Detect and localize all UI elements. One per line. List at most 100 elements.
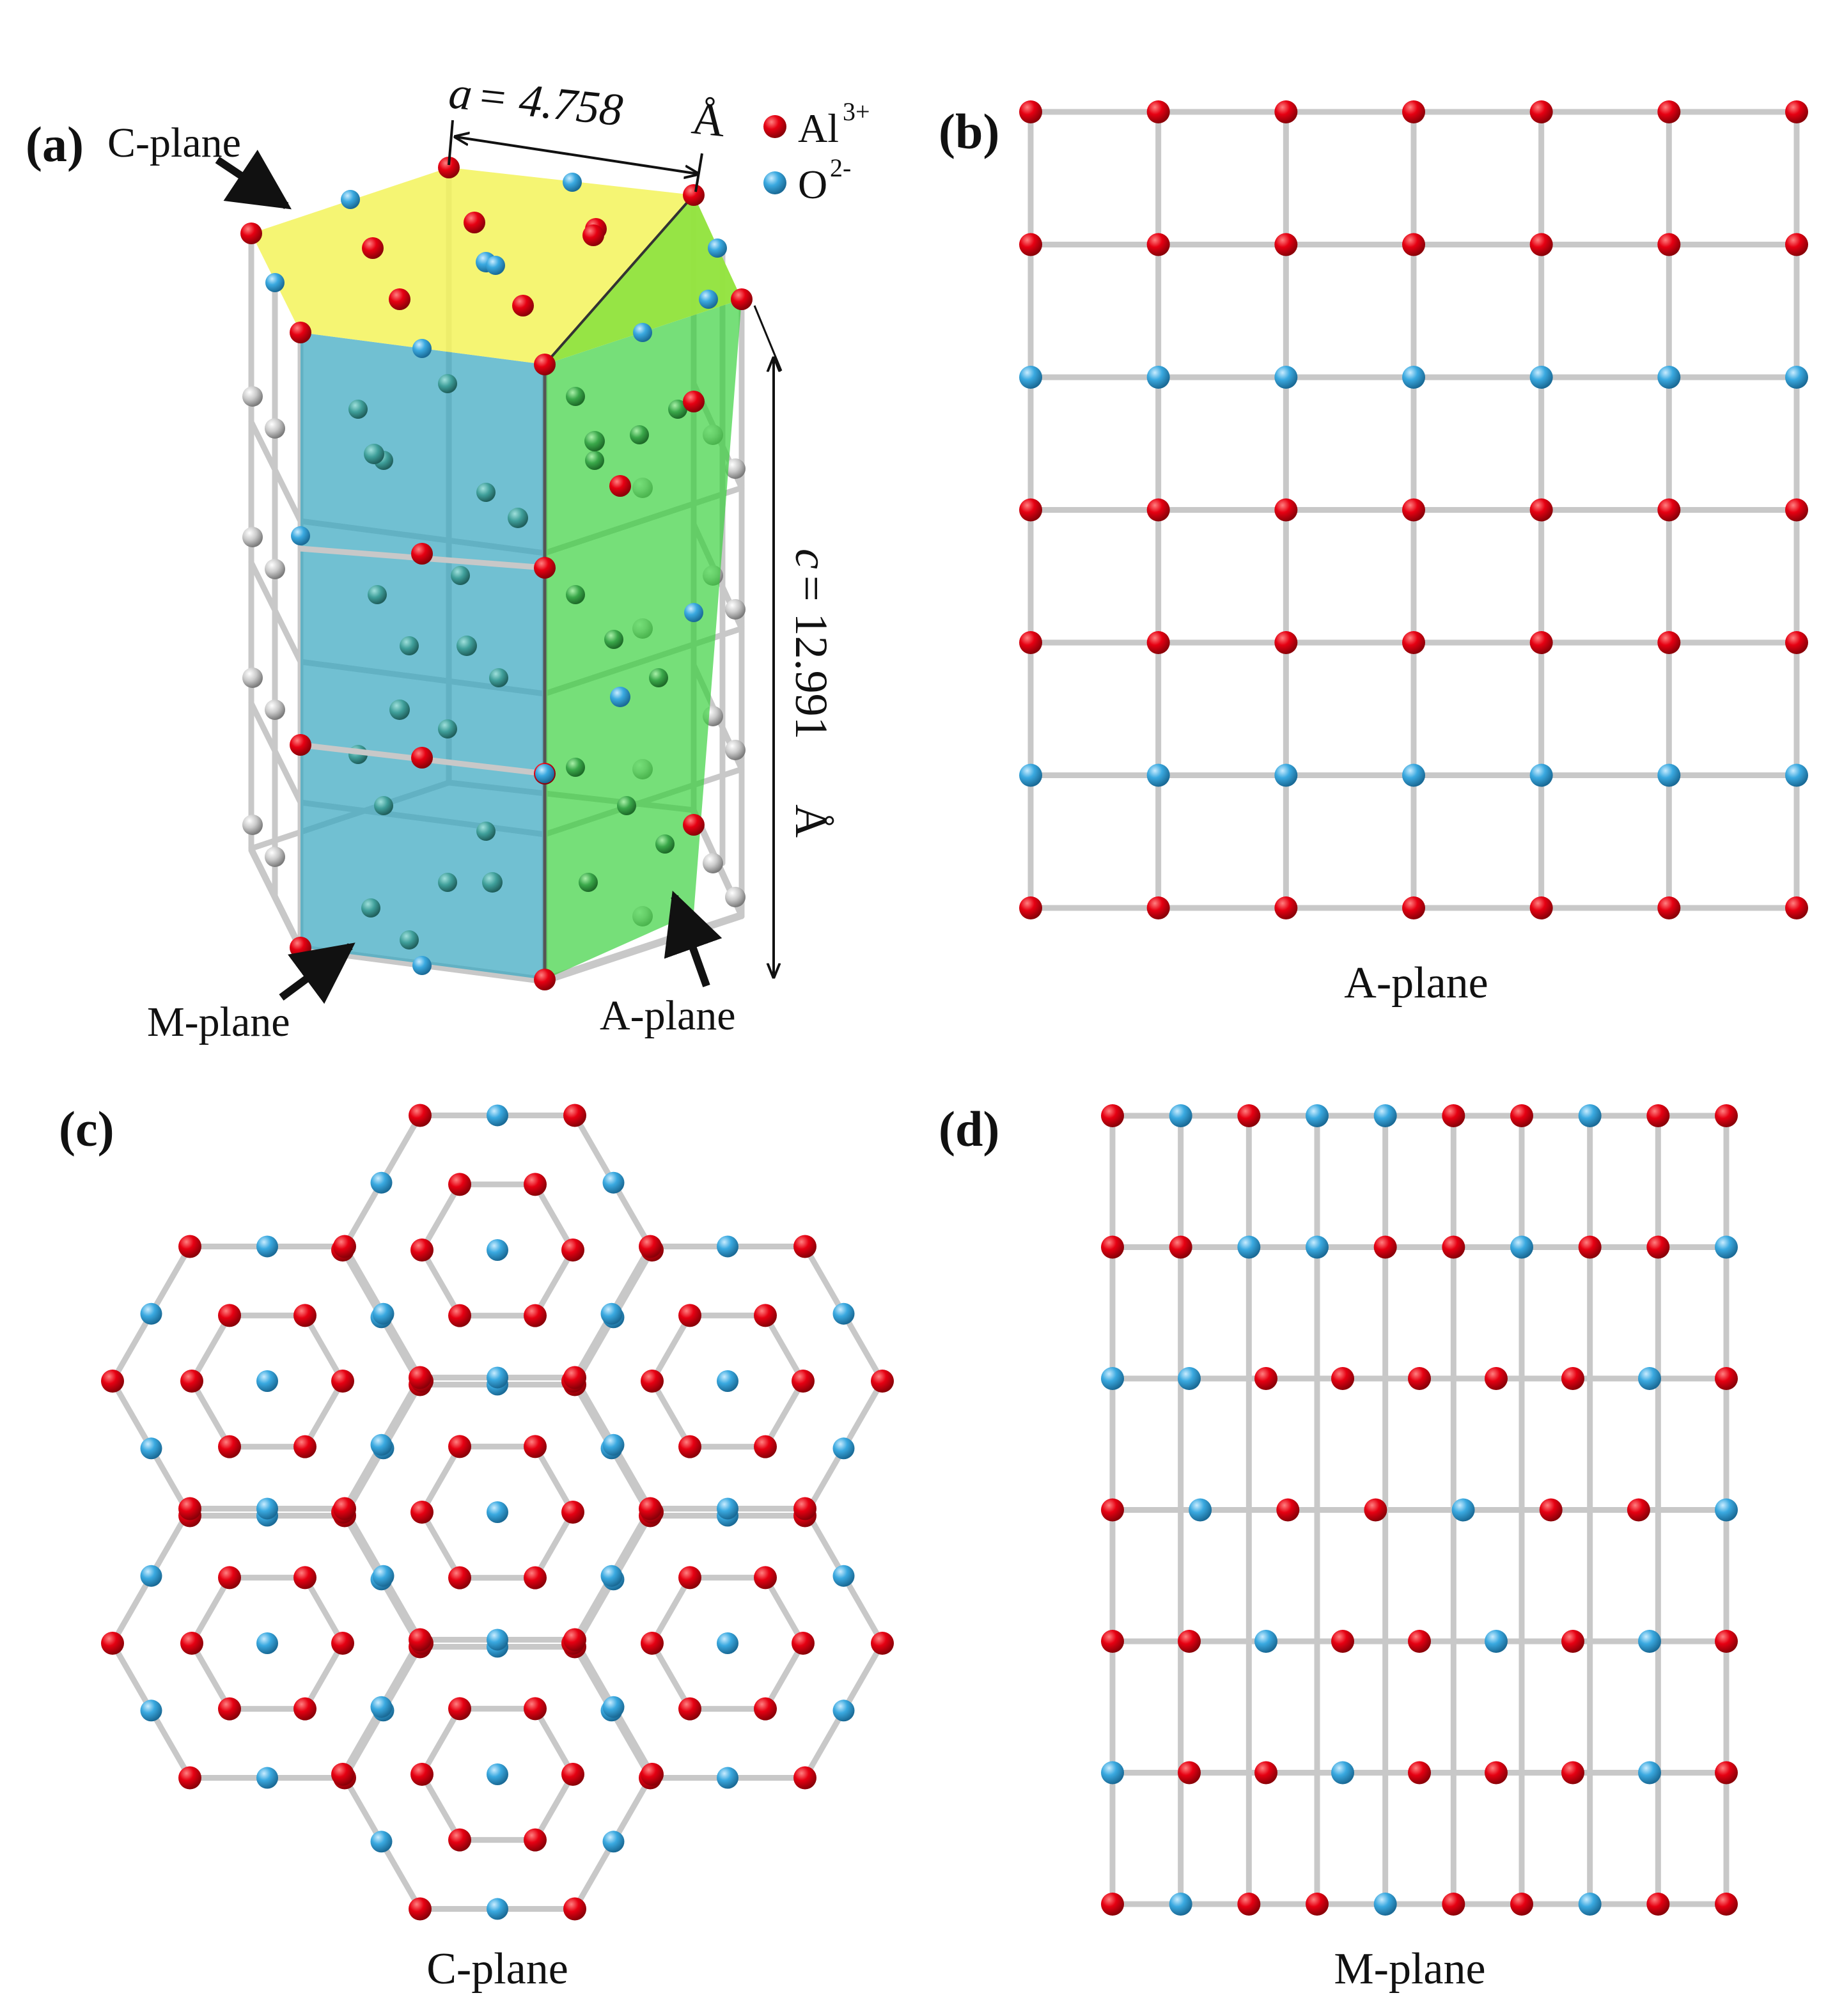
al-atom xyxy=(448,1435,471,1458)
o-atom xyxy=(1019,366,1042,389)
al-atom xyxy=(1402,233,1425,256)
o-atom xyxy=(1657,366,1681,389)
o-atom xyxy=(1146,366,1170,389)
al-atom xyxy=(534,354,556,375)
bond xyxy=(189,1312,233,1384)
o-atom xyxy=(1785,366,1808,389)
al-atom xyxy=(1019,631,1042,654)
inner-atom xyxy=(604,630,623,649)
a-parameter-label: a = 4.758 Å xyxy=(446,66,728,146)
a-plane-edge xyxy=(543,194,695,366)
o-atom xyxy=(1510,1235,1533,1259)
al-atom xyxy=(1529,631,1553,654)
c-dimension-tick-top xyxy=(753,305,783,371)
al-atom xyxy=(524,1566,547,1590)
cage-atom xyxy=(725,740,746,760)
al-atom xyxy=(101,1370,124,1393)
cage-atom xyxy=(265,699,285,720)
o-atom xyxy=(717,1767,738,1789)
inner-atom xyxy=(400,636,419,655)
al-atom xyxy=(1442,1893,1465,1916)
al-atom xyxy=(683,184,705,206)
al-atom xyxy=(731,288,753,310)
o-atom xyxy=(717,1235,738,1258)
o-atom xyxy=(1169,1104,1192,1127)
al-atom xyxy=(1237,1893,1261,1916)
o-atom xyxy=(1578,1104,1602,1127)
inner-atom xyxy=(364,444,384,464)
legend-o-swatch xyxy=(763,171,786,194)
bond xyxy=(248,559,304,665)
inner-atom xyxy=(438,873,457,892)
al-atom xyxy=(1442,1104,1465,1127)
o-atom xyxy=(717,1497,738,1520)
al-atom xyxy=(1178,1630,1201,1653)
al-atom xyxy=(409,1628,432,1652)
inner-atom xyxy=(476,483,496,502)
o-atom xyxy=(487,1763,508,1785)
o-atom xyxy=(1402,763,1425,787)
al-atom xyxy=(1510,1104,1533,1127)
al-atom xyxy=(178,1766,201,1790)
al-atom xyxy=(871,1370,894,1393)
o-atom xyxy=(1657,763,1681,787)
o-atom xyxy=(1178,1367,1201,1390)
al-atom xyxy=(524,1304,547,1327)
o-atom xyxy=(140,1437,162,1460)
o-atom xyxy=(1578,1893,1602,1916)
o-atom xyxy=(1638,1367,1661,1390)
bond xyxy=(248,847,304,953)
al-atom xyxy=(1019,896,1042,919)
panel-c-tag: (c) xyxy=(59,1101,114,1157)
al-atom xyxy=(524,1173,547,1196)
inner-atom xyxy=(617,796,636,815)
al-atom xyxy=(410,1501,433,1524)
al-atom xyxy=(1715,1761,1738,1785)
panel-b-tag: (b) xyxy=(939,104,999,159)
al-atom xyxy=(871,1632,894,1655)
al-atom xyxy=(678,1697,701,1721)
c-parameter-label: c = 12.991 Å xyxy=(786,549,837,838)
bond xyxy=(419,1509,463,1581)
al-atom xyxy=(1146,631,1170,654)
al-atom xyxy=(290,734,311,756)
legend-al-swatch xyxy=(763,115,786,138)
inner-atom xyxy=(348,400,368,419)
o-atom xyxy=(602,1831,625,1853)
al-atom xyxy=(1485,1761,1508,1785)
o-atom xyxy=(1019,763,1042,787)
al-atom xyxy=(180,1632,203,1655)
al-atom xyxy=(1019,100,1042,123)
al-atom xyxy=(754,1697,777,1721)
al-atom xyxy=(1402,498,1425,522)
al-atom xyxy=(1529,100,1553,123)
al-atom xyxy=(524,1697,547,1721)
al-atom xyxy=(218,1566,241,1590)
o-atom xyxy=(1306,1104,1329,1127)
al-atom xyxy=(1715,1893,1738,1916)
o-atom xyxy=(487,1898,508,1920)
o-atom xyxy=(256,1497,278,1520)
inner-atom xyxy=(566,585,585,604)
o-atom xyxy=(708,238,727,258)
al-atom xyxy=(1274,100,1298,123)
al-atom xyxy=(1578,1235,1602,1259)
al-atom xyxy=(1146,100,1170,123)
al-atom xyxy=(1785,498,1808,522)
al-atom xyxy=(793,1235,816,1258)
al-atom xyxy=(793,1497,816,1520)
al-atom xyxy=(1331,1630,1354,1653)
m-plane-lattice xyxy=(1101,1104,1738,1916)
o-atom xyxy=(1274,366,1298,389)
panel-b-caption: A-plane xyxy=(1344,958,1488,1008)
al-atom xyxy=(178,1497,201,1520)
o-atom xyxy=(832,1565,855,1587)
bond xyxy=(532,1705,576,1778)
al-atom xyxy=(1274,233,1298,256)
o-atom xyxy=(370,1171,393,1194)
al-atom xyxy=(641,1763,664,1786)
bond xyxy=(762,1312,806,1384)
o-atom xyxy=(256,1767,278,1789)
legend-al-superscript: 3+ xyxy=(843,97,870,126)
o-atom xyxy=(1146,763,1170,787)
